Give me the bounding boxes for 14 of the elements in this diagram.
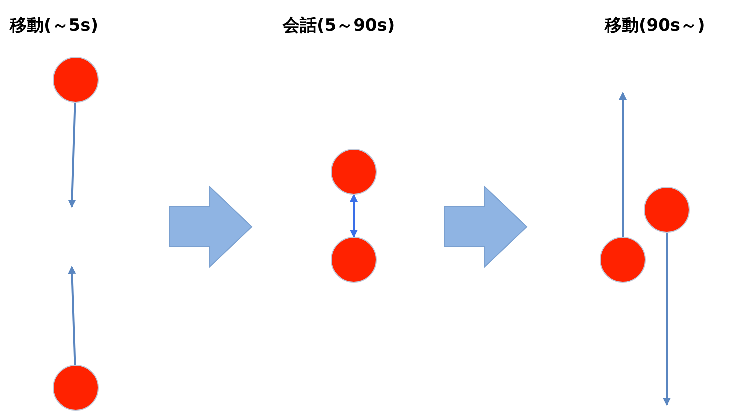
phase-heading: 移動(90s～) xyxy=(605,15,706,37)
arrow xyxy=(350,194,358,238)
phase-heading: 移動(～5s) xyxy=(10,15,98,37)
arrow xyxy=(663,233,671,406)
circle xyxy=(600,237,646,283)
circle xyxy=(53,365,99,411)
circle xyxy=(331,237,377,283)
circle xyxy=(53,57,99,103)
arrow xyxy=(68,266,76,366)
phase-heading: 会話(5～90s) xyxy=(283,15,396,37)
arrow xyxy=(619,92,627,237)
circle xyxy=(331,149,377,195)
circle xyxy=(644,187,690,233)
arrow xyxy=(68,102,76,208)
